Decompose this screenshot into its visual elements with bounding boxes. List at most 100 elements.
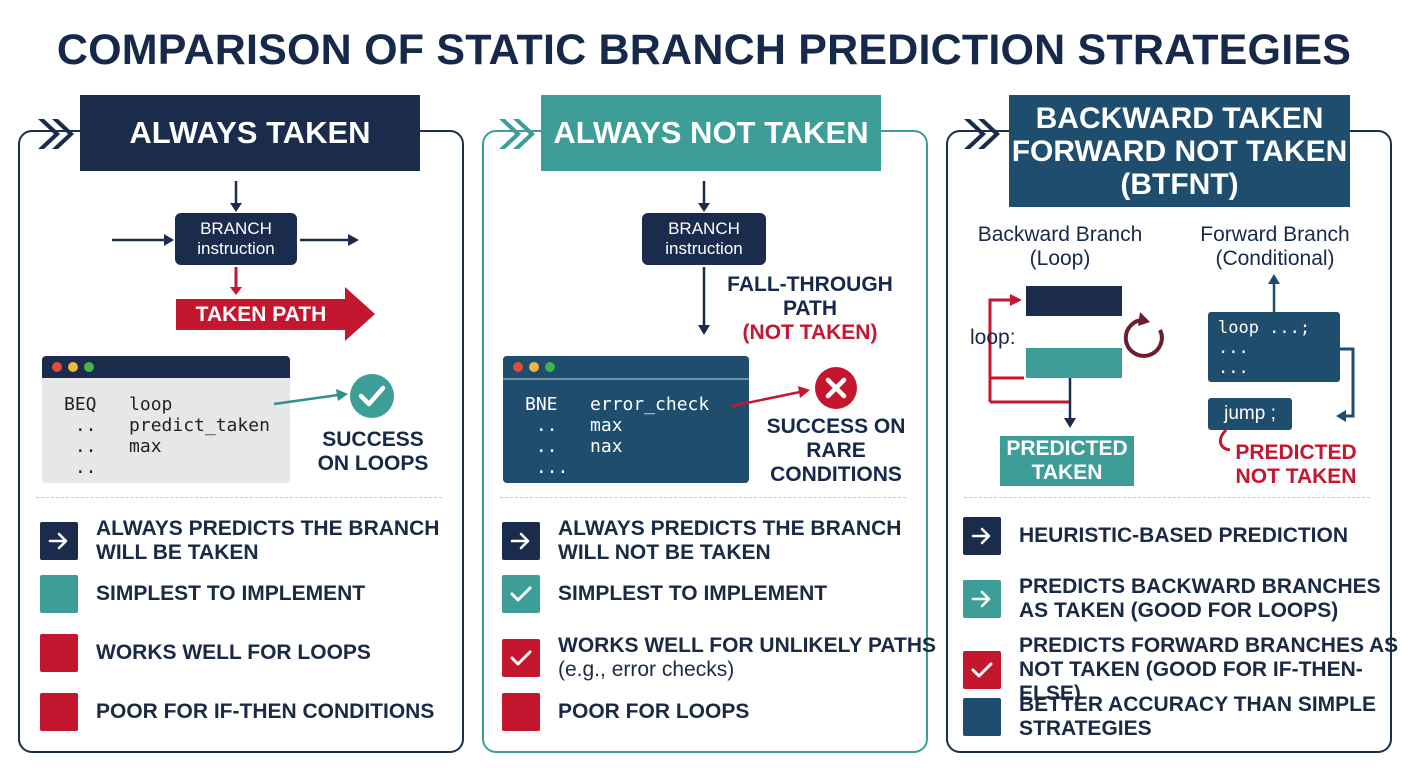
node-label-2: instruction bbox=[197, 239, 275, 258]
title-line: (Conditional) bbox=[1215, 247, 1335, 270]
code-line: .. nax bbox=[525, 436, 623, 457]
title-line: Backward Branch bbox=[977, 223, 1143, 246]
feature-line: WILL BE TAKEN bbox=[96, 541, 259, 564]
feature-text: WORKS WELL FOR LOOPS bbox=[96, 641, 371, 665]
code-line: BEQ loop bbox=[64, 394, 173, 415]
feature-text: HEURISTIC-BASED PREDICTION bbox=[1019, 524, 1348, 548]
feature-item: WORKS WELL FOR LOOPS bbox=[40, 634, 371, 672]
success-arrow bbox=[273, 389, 348, 406]
feature-swatch bbox=[502, 693, 540, 731]
feature-text: SIMPLEST TO IMPLEMENT bbox=[96, 582, 365, 606]
code-line: ... bbox=[1218, 358, 1249, 378]
taken-path-label: TAKEN PATH bbox=[195, 303, 327, 326]
fall-line: FALL-THROUGH bbox=[727, 273, 893, 296]
feature-swatch bbox=[40, 693, 78, 731]
fall-line: PATH bbox=[782, 297, 838, 321]
divider bbox=[500, 497, 906, 498]
code-line: .. bbox=[64, 457, 97, 478]
success-label: SUCCESS ON LOOPS bbox=[305, 428, 441, 476]
feature-line: WILL NOT BE TAKEN bbox=[558, 541, 771, 564]
check-icon bbox=[502, 575, 540, 613]
feature-text: WORKS WELL FOR UNLIKELY PATHS(e.g., erro… bbox=[558, 634, 936, 682]
jump-box: jump ; bbox=[1208, 398, 1292, 430]
feature-line: AS TAKEN (GOOD FOR LOOPS) bbox=[1019, 599, 1339, 622]
code-line: ... bbox=[1218, 338, 1249, 358]
page-title: COMPARISON OF STATIC BRANCH PREDICTION S… bbox=[56, 26, 1352, 74]
feature-swatch bbox=[40, 575, 78, 613]
pred-line: NOT TAKEN bbox=[1235, 465, 1357, 489]
feature-swatch bbox=[963, 698, 1001, 736]
header-line: BACKWARD TAKEN bbox=[1035, 101, 1324, 135]
divider bbox=[36, 497, 442, 498]
arrow-icon bbox=[963, 580, 1001, 618]
node-label-2: instruction bbox=[665, 239, 743, 258]
fall-line: (NOT TAKEN) bbox=[742, 321, 878, 345]
predicted-not-taken-label: PREDICTED NOT TAKEN bbox=[1228, 441, 1364, 489]
feature-line: ALWAYS PREDICTS THE BRANCH bbox=[558, 517, 902, 540]
feature-line: WORKS WELL FOR UNLIKELY PATHS bbox=[558, 634, 937, 657]
code-line: .. predict_taken bbox=[64, 415, 270, 436]
pred-line: PREDICTED bbox=[1006, 436, 1128, 460]
backward-branch-title: Backward Branch (Loop) bbox=[965, 223, 1155, 271]
panel-header: ALWAYS NOT TAKEN bbox=[541, 95, 881, 171]
feature-text: SIMPLEST TO IMPLEMENT bbox=[558, 582, 827, 606]
feature-line: POOR FOR IF-THEN CONDITIONS bbox=[96, 700, 435, 723]
code-line: .. max bbox=[525, 415, 623, 436]
chevron-right-icon bbox=[964, 119, 1000, 149]
header-line: FORWARD NOT TAKEN bbox=[1011, 134, 1348, 168]
feature-line: WORKS WELL FOR LOOPS bbox=[96, 641, 371, 664]
feature-line: BETTER ACCURACY THAN SIMPLE bbox=[1019, 693, 1377, 716]
title-line: Forward Branch bbox=[1200, 223, 1350, 246]
header-line: (BTFNT) bbox=[1120, 167, 1239, 201]
jump-label: jump ; bbox=[1224, 403, 1276, 424]
feature-item: SIMPLEST TO IMPLEMENT bbox=[502, 575, 827, 613]
code-line: ... bbox=[525, 457, 569, 478]
flow-arrows bbox=[112, 181, 375, 341]
backward-branch-diagram bbox=[988, 286, 1164, 428]
arrow-icon bbox=[40, 522, 78, 560]
feature-line: NOT TAKEN (GOOD FOR IF-THEN-ELSE) bbox=[1019, 658, 1363, 705]
check-icon bbox=[963, 651, 1001, 689]
feature-item: POOR FOR LOOPS bbox=[502, 693, 749, 731]
title-line: (Loop) bbox=[1029, 247, 1091, 270]
branch-node: BRANCH instruction bbox=[642, 213, 766, 265]
check-icon bbox=[502, 639, 540, 677]
feature-line: PREDICTS FORWARD BRANCHES AS bbox=[1019, 634, 1399, 657]
taken-path-arrow bbox=[176, 287, 375, 341]
feature-item: WORKS WELL FOR UNLIKELY PATHS(e.g., erro… bbox=[502, 634, 936, 682]
feature-line: HEURISTIC-BASED PREDICTION bbox=[1019, 524, 1349, 547]
feature-line: ALWAYS PREDICTS THE BRANCH bbox=[96, 517, 440, 540]
feature-item: POOR FOR IF-THEN CONDITIONS bbox=[40, 693, 434, 731]
panel-header: BACKWARD TAKEN FORWARD NOT TAKEN (BTFNT) bbox=[1009, 95, 1350, 207]
forward-branch-diagram bbox=[1219, 274, 1355, 452]
code-line: loop ...; bbox=[1218, 318, 1311, 338]
fail-arrow bbox=[731, 386, 810, 408]
success-line: CONDITIONS bbox=[770, 463, 902, 487]
fall-through-label: FALL-THROUGH PATH (NOT TAKEN) bbox=[716, 273, 904, 345]
success-line: RARE bbox=[806, 439, 866, 463]
chevron-right-icon bbox=[38, 119, 74, 149]
refresh-icon bbox=[1123, 317, 1164, 358]
flow-arrows bbox=[698, 181, 710, 335]
feature-text: POOR FOR IF-THEN CONDITIONS bbox=[96, 700, 434, 724]
pred-line: PREDICTED bbox=[1235, 441, 1357, 464]
success-line: ON LOOPS bbox=[317, 452, 429, 476]
node-label-1: BRANCH bbox=[668, 219, 740, 239]
arrow-icon bbox=[963, 517, 1001, 555]
feature-line: SIMPLEST TO IMPLEMENT bbox=[558, 582, 828, 605]
feature-line: POOR FOR LOOPS bbox=[558, 700, 750, 723]
panel-header: ALWAYS TAKEN bbox=[80, 95, 420, 171]
feature-line: PREDICTS BACKWARD BRANCHES bbox=[1019, 575, 1381, 598]
pred-line: TAKEN bbox=[1031, 461, 1103, 484]
code-window: BEQ loop .. predict_taken .. max .. bbox=[42, 356, 290, 483]
feature-line: SIMPLEST TO IMPLEMENT bbox=[96, 582, 366, 605]
